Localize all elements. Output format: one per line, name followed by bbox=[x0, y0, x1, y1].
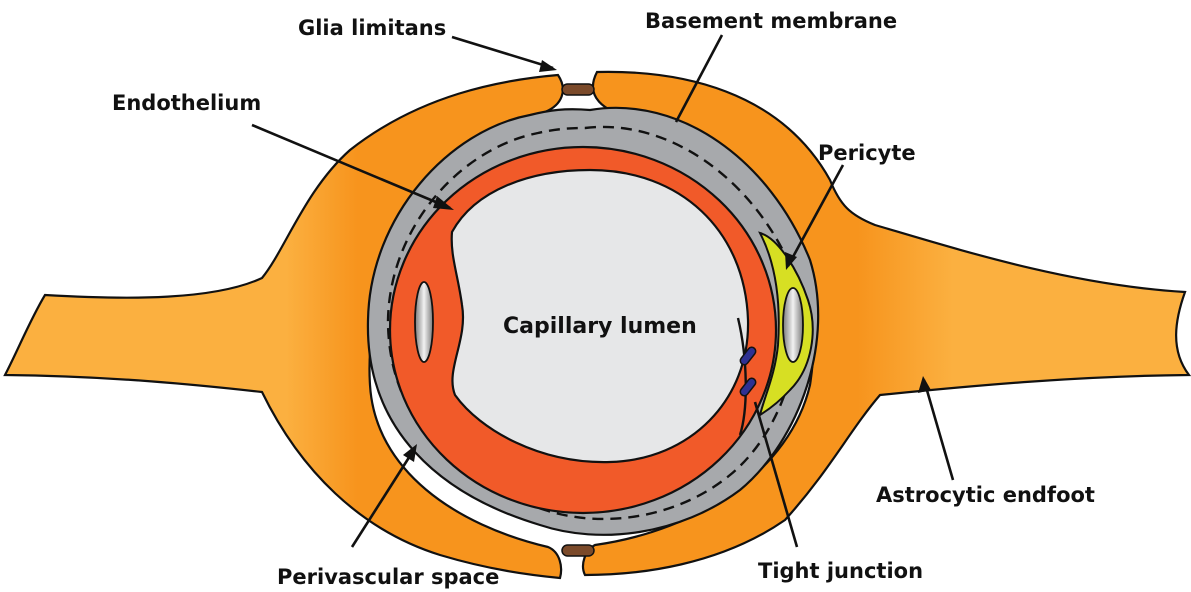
glia-junction-bottom bbox=[562, 545, 594, 556]
pericyte-nucleus bbox=[783, 288, 803, 362]
glia-limitans-pointer bbox=[452, 37, 553, 68]
glia-junction-top bbox=[562, 84, 594, 95]
tight-junction-label: Tight junction bbox=[758, 559, 923, 583]
astrocytic-endfoot-label: Astrocytic endfoot bbox=[876, 483, 1095, 507]
perivascular-space-label: Perivascular space bbox=[277, 565, 499, 589]
pericyte-label: Pericyte bbox=[818, 141, 916, 165]
astrocytic-endfoot-pointer bbox=[924, 380, 953, 480]
endothelium-label: Endothelium bbox=[112, 91, 261, 115]
glia-limitans-label: Glia limitans bbox=[298, 16, 446, 40]
endothelial-nucleus bbox=[415, 282, 433, 362]
glia-limitans-arrowhead bbox=[539, 60, 557, 72]
capillary-lumen-label: Capillary lumen bbox=[503, 314, 697, 339]
basement-membrane-label: Basement membrane bbox=[645, 9, 897, 33]
